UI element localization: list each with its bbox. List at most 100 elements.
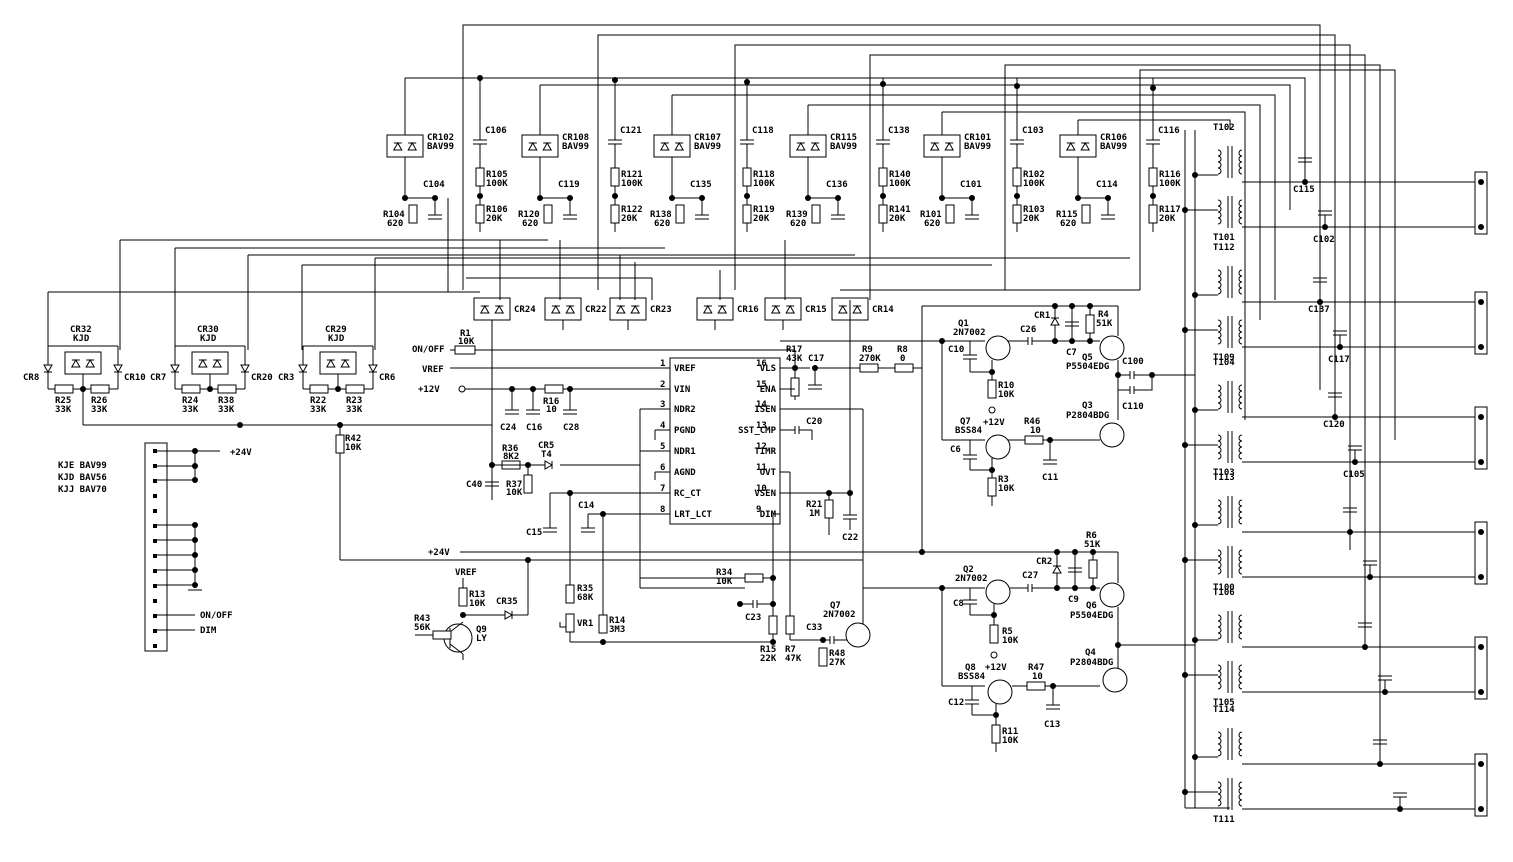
p12v-label-3: +12V [985, 663, 1007, 673]
output-connector [1474, 291, 1488, 355]
r-diode-val: 620 [387, 219, 403, 229]
r34-val: 10K [716, 577, 733, 587]
c-top-label: C103 [1022, 126, 1044, 136]
mid-diode-label: CR16 [737, 305, 759, 315]
r21-val: 1M [809, 509, 820, 519]
transformer-cap-b: C117 [1328, 355, 1350, 365]
cr-type: BAV99 [964, 142, 991, 152]
r-top-label: R102 [1023, 170, 1045, 180]
q6-type: P5504EDG [1070, 611, 1113, 621]
connector-pin [153, 644, 157, 648]
ic-inputs: ON/OFF R1 10K VREF +12V R16 10 C24 C16 C… [412, 300, 1118, 668]
on-off-label-2: ON/OFF [200, 611, 233, 621]
q1-label: Q1 [958, 319, 969, 329]
q4-type: P2804BDG [1070, 658, 1113, 668]
r-top-val: 100K [621, 179, 643, 189]
pin-name: OVT [760, 468, 777, 478]
r17-label: R17 [786, 345, 802, 355]
kjd-cr: CR29 [325, 325, 347, 335]
r47-val: 10 [1032, 672, 1043, 682]
r8-val: 0 [900, 354, 905, 364]
r-top-label: R121 [621, 170, 643, 180]
pin-name: SST_CMP [738, 426, 777, 436]
kjd-r-right-val: 33K [346, 405, 363, 415]
p24v-net: R42 10K +24V CR35 VREF R13 10K Q9 LY R43… [335, 425, 1118, 660]
r1-label: R1 [460, 329, 471, 339]
q7-label: Q7 [960, 417, 971, 427]
q7b-label: Q7 [830, 601, 841, 611]
transformer-top-label: T114 [1213, 705, 1235, 715]
transformer-bot-label: T105 [1213, 698, 1235, 708]
q5-type: P5504EDG [1066, 362, 1109, 372]
r9-label: R9 [862, 345, 873, 355]
pin-number: 5 [660, 442, 665, 452]
c-top-label: C121 [620, 126, 642, 136]
kjd-r-right: R38 [218, 396, 234, 406]
p24v-label-2: +24V [428, 548, 450, 558]
r46-val: 10 [1030, 426, 1041, 436]
mid-diode: CR24 [473, 297, 536, 330]
kjd-r-right: R23 [346, 396, 362, 406]
transformer-bot-label: T111 [1213, 815, 1235, 825]
r21-label: R21 [806, 500, 822, 510]
pin-name: DIM [760, 510, 777, 520]
kjd-type: KJD [328, 334, 345, 344]
transformer-bot-label: T103 [1213, 468, 1235, 478]
c26-label: C26 [1020, 325, 1036, 335]
c10-label: C10 [948, 345, 964, 355]
pin-number: 8 [660, 505, 665, 515]
cr-type: BAV99 [1100, 142, 1127, 152]
r-diode-val: 620 [522, 219, 538, 229]
kjd-d-left: CR3 [278, 373, 294, 383]
on-off-label: ON/OFF [412, 345, 445, 355]
r15-label: R15 [760, 645, 776, 655]
transformer-cap-a: C115 [1293, 185, 1315, 195]
mid-wiring [47, 198, 1141, 350]
connector-pin [153, 494, 157, 498]
output-connector [1474, 521, 1488, 585]
q3-type: P2804BDG [1066, 411, 1109, 421]
q3-label: Q3 [1082, 401, 1093, 411]
r11-label: R11 [1002, 727, 1018, 737]
r-top-label: R140 [889, 170, 911, 180]
r3-label: R3 [998, 475, 1009, 485]
q7-type: BSS84 [955, 426, 983, 436]
connector-pin [153, 584, 157, 588]
cr-label: CR107 [694, 133, 721, 143]
c13-label: C13 [1044, 720, 1060, 730]
transformer-bus [1184, 130, 1230, 809]
connector-pin [153, 629, 157, 633]
c33-label: C33 [806, 623, 822, 633]
pin-name: AGND [674, 468, 696, 478]
r10-label: R10 [998, 381, 1014, 391]
c8-label: C8 [953, 599, 964, 609]
output-connector [1474, 171, 1488, 235]
output-connector [1474, 753, 1488, 817]
r-top-val: 100K [486, 179, 508, 189]
c110-label: C110 [1122, 402, 1144, 412]
c6-label: C6 [950, 445, 961, 455]
r42-val: 10K [345, 443, 362, 453]
r9-val: 270K [859, 354, 881, 364]
r-bot-label: R117 [1159, 205, 1181, 215]
pin-number: 14 [756, 400, 767, 410]
q6-label: Q6 [1086, 601, 1097, 611]
r48-val: 27K [829, 658, 846, 668]
r-top-label: R116 [1159, 170, 1181, 180]
